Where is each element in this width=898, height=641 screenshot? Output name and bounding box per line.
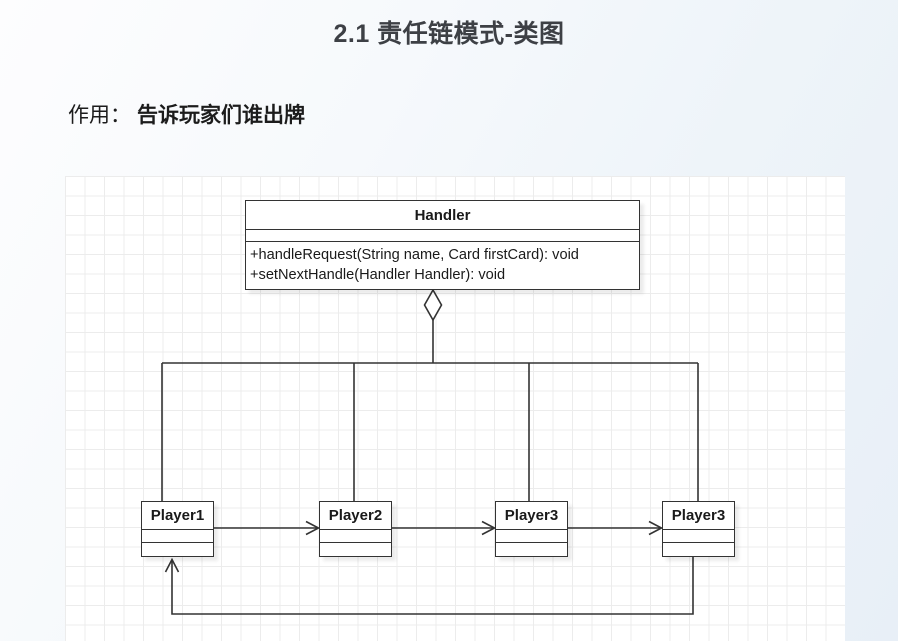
arrowhead-player1 (164, 557, 180, 573)
class-title-player3: Player3 (496, 502, 567, 530)
method-handle-request: +handleRequest(String name, Card firstCa… (250, 247, 579, 263)
class-title-player1: Player1 (142, 502, 213, 530)
uml-connectors (161, 288, 699, 615)
arrowhead-player3b (648, 520, 664, 536)
class-title-player3b: Player3 (663, 502, 734, 530)
purpose-label: 作用： (68, 103, 131, 127)
class-methods-handler: +handleRequest(String name, Card firstCa… (246, 242, 639, 289)
diagram-canvas: Handler +handleRequest(String name, Card… (65, 176, 845, 641)
class-box-player2: Player2 (319, 501, 392, 557)
class-box-player3: Player3 (495, 501, 568, 557)
class-attributes-player3b (663, 530, 734, 543)
class-box-player1: Player1 (141, 501, 214, 557)
arrowhead-player2 (305, 520, 321, 536)
class-attributes-player2 (320, 530, 391, 543)
arrowhead-player3 (481, 520, 497, 536)
method-set-next-handle: +setNextHandle(Handler Handler): void (250, 267, 506, 283)
purpose-text: 告诉玩家们谁出牌 (137, 103, 305, 127)
class-title-player2: Player2 (320, 502, 391, 530)
class-box-handler: Handler +handleRequest(String name, Card… (245, 200, 640, 290)
class-methods-player3 (496, 543, 567, 556)
aggregation-diamond-icon (423, 288, 443, 322)
page-title: 2.1 责任链模式-类图 (333, 20, 565, 48)
class-methods-player2 (320, 543, 391, 556)
class-attributes-player1 (142, 530, 213, 543)
arrow-loop-back (171, 557, 694, 615)
class-attributes-player3 (496, 530, 567, 543)
class-box-player3b: Player3 (662, 501, 735, 557)
purpose-line: 作用：告诉玩家们谁出牌 (68, 99, 305, 129)
class-attributes-handler (246, 230, 639, 242)
class-methods-player3b (663, 543, 734, 556)
class-methods-player1 (142, 543, 213, 556)
class-title-handler: Handler (246, 201, 639, 230)
